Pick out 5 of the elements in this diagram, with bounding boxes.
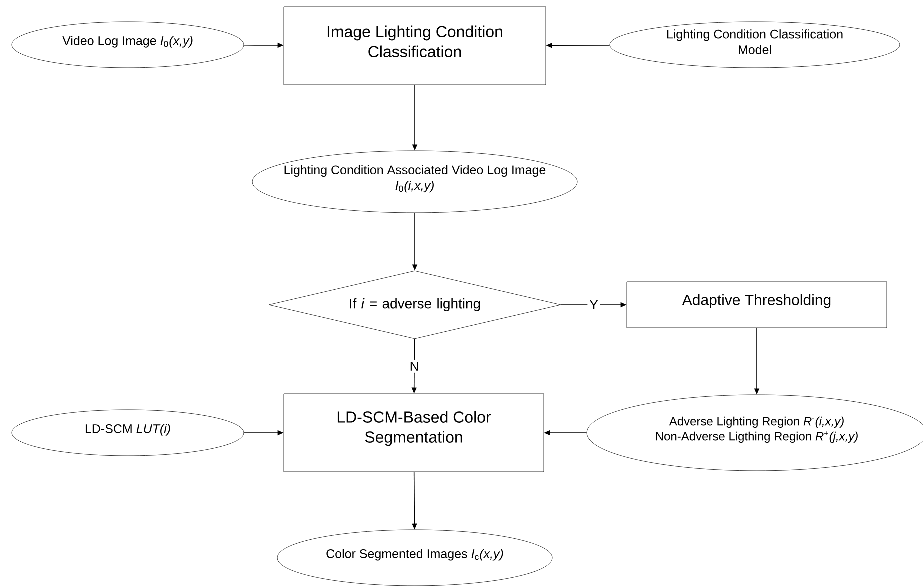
- process-box: LD-SCM-Based Color Segmentation: [284, 394, 544, 472]
- process-box: Image Lighting Condition Classification: [284, 6, 546, 86]
- edge-label: N: [408, 360, 422, 373]
- edge-label: Y: [588, 298, 600, 312]
- process-box: Adaptive Thresholding: [626, 282, 888, 328]
